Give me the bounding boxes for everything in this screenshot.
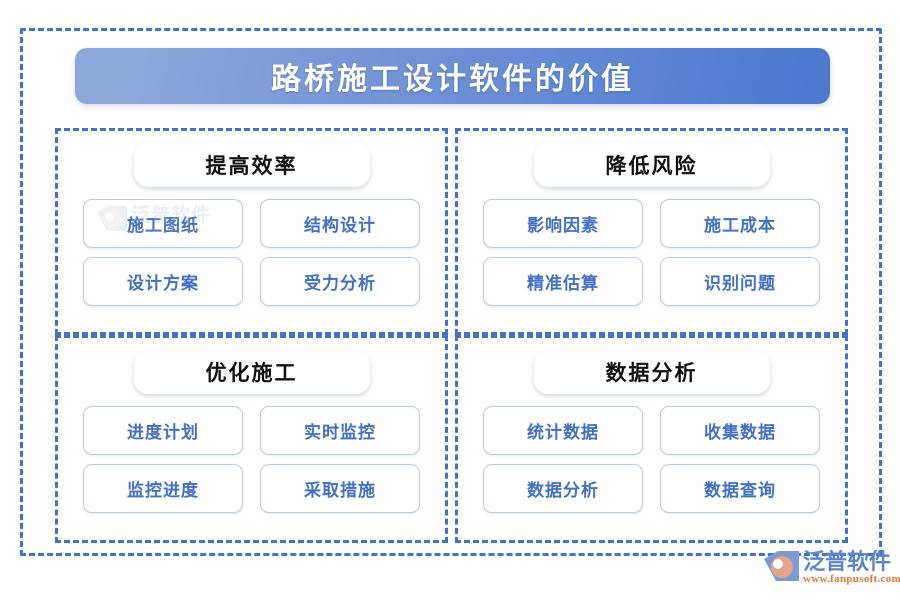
brand-name-cn: 泛普软件 bbox=[803, 549, 892, 575]
quadrant-inner: 降低风险 影响因素 施工成本 精准估算 识别问题 bbox=[458, 131, 845, 332]
item-label: 受力分析 bbox=[304, 274, 376, 293]
title-banner: 路桥施工设计软件的价值 bbox=[75, 48, 830, 104]
quadrant-optimize-construction: 优化施工 进度计划 实时监控 监控进度 采取措施 bbox=[55, 335, 448, 543]
fanpu-logo-icon bbox=[762, 550, 802, 586]
item-label: 施工图纸 bbox=[127, 216, 199, 235]
item-box[interactable]: 收集数据 bbox=[660, 406, 820, 455]
page-title: 路桥施工设计软件的价值 bbox=[271, 63, 634, 96]
item-box[interactable]: 实时监控 bbox=[260, 406, 420, 455]
item-label: 进度计划 bbox=[127, 423, 199, 442]
brand-url: www.fanpusoft.com bbox=[803, 573, 900, 586]
quadrant-data-analysis: 数据分析 统计数据 收集数据 数据分析 数据查询 bbox=[455, 335, 848, 543]
item-label: 数据查询 bbox=[704, 481, 776, 500]
brand-text-column: 泛普软件 www.fanpusoft.com bbox=[803, 550, 900, 586]
item-box[interactable]: 受力分析 bbox=[260, 257, 420, 306]
item-label: 统计数据 bbox=[527, 423, 599, 442]
item-label: 精准估算 bbox=[527, 274, 599, 293]
quadrant-header-label: 提高效率 bbox=[205, 154, 298, 178]
item-box[interactable]: 进度计划 bbox=[83, 406, 243, 455]
item-label: 实时监控 bbox=[304, 423, 376, 442]
item-grid: 统计数据 收集数据 数据分析 数据查询 bbox=[483, 406, 820, 513]
quadrant-header-card: 优化施工 bbox=[133, 350, 370, 394]
quadrant-header-label: 降低风险 bbox=[605, 154, 698, 178]
quadrant-header-card: 提高效率 bbox=[133, 143, 370, 187]
item-label: 收集数据 bbox=[704, 423, 776, 442]
quadrant-header-card: 降低风险 bbox=[533, 143, 770, 187]
item-box[interactable]: 监控进度 bbox=[83, 464, 243, 513]
item-label: 识别问题 bbox=[704, 274, 776, 293]
item-label: 影响因素 bbox=[527, 216, 599, 235]
item-box[interactable]: 施工成本 bbox=[660, 199, 820, 248]
item-label: 结构设计 bbox=[304, 216, 376, 235]
quadrant-reduce-risk: 降低风险 影响因素 施工成本 精准估算 识别问题 bbox=[455, 128, 848, 335]
item-box[interactable]: 精准估算 bbox=[483, 257, 643, 306]
quadrant-inner: 数据分析 统计数据 收集数据 数据分析 数据查询 bbox=[458, 338, 845, 540]
item-box[interactable]: 施工图纸 bbox=[83, 199, 243, 248]
quadrant-inner: 提高效率 施工图纸 结构设计 设计方案 受力分析 bbox=[58, 131, 445, 332]
item-grid: 进度计划 实时监控 监控进度 采取措施 bbox=[83, 406, 420, 513]
item-label: 施工成本 bbox=[704, 216, 776, 235]
item-grid: 影响因素 施工成本 精准估算 识别问题 bbox=[483, 199, 820, 306]
quadrant-improve-efficiency: 提高效率 施工图纸 结构设计 设计方案 受力分析 bbox=[55, 128, 448, 335]
item-label: 监控进度 bbox=[127, 481, 199, 500]
item-box[interactable]: 数据分析 bbox=[483, 464, 643, 513]
item-box[interactable]: 设计方案 bbox=[83, 257, 243, 306]
item-label: 数据分析 bbox=[527, 481, 599, 500]
item-box[interactable]: 数据查询 bbox=[660, 464, 820, 513]
item-grid: 施工图纸 结构设计 设计方案 受力分析 bbox=[83, 199, 420, 306]
quadrant-inner: 优化施工 进度计划 实时监控 监控进度 采取措施 bbox=[58, 338, 445, 540]
item-box[interactable]: 结构设计 bbox=[260, 199, 420, 248]
item-label: 采取措施 bbox=[304, 481, 376, 500]
quadrant-header-label: 数据分析 bbox=[605, 361, 698, 385]
item-box[interactable]: 统计数据 bbox=[483, 406, 643, 455]
brand-logo: 泛普软件 www.fanpusoft.com bbox=[762, 543, 900, 593]
quadrant-header-card: 数据分析 bbox=[533, 350, 770, 394]
item-box[interactable]: 采取措施 bbox=[260, 464, 420, 513]
item-box[interactable]: 影响因素 bbox=[483, 199, 643, 248]
quadrant-header-label: 优化施工 bbox=[205, 361, 298, 385]
item-label: 设计方案 bbox=[127, 274, 199, 293]
item-box[interactable]: 识别问题 bbox=[660, 257, 820, 306]
outer-dashed-frame bbox=[20, 28, 882, 556]
